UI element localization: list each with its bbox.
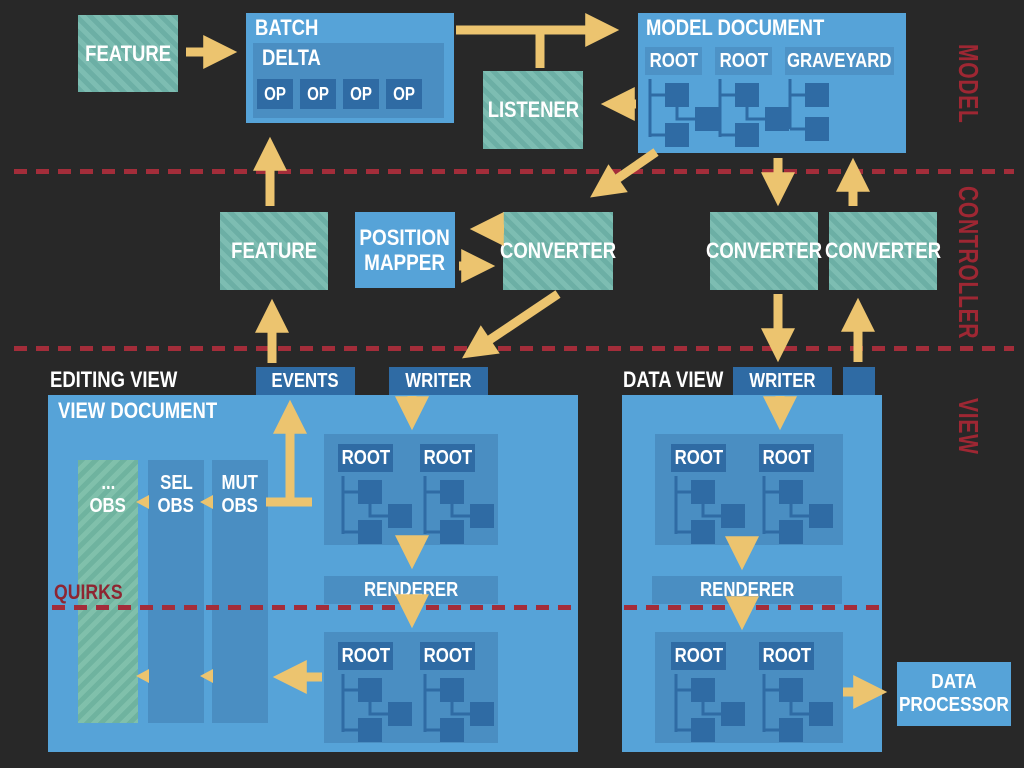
- quirks-label: QUIRKS: [54, 581, 123, 604]
- tree-graphic: [788, 79, 829, 141]
- op-chip: OP: [300, 79, 336, 109]
- layer-label-view: VIEW: [953, 398, 984, 455]
- root-label: ROOT: [338, 642, 393, 670]
- converter-box: CONVERTER: [500, 212, 616, 290]
- renderer-box-data: RENDERER: [652, 576, 842, 604]
- editing-roots-top-panel: ROOT ROOT: [324, 434, 498, 545]
- tree-graphic: [423, 476, 494, 544]
- model-root-tree: ROOT: [715, 47, 793, 154]
- view-root-tree: ROOT: [759, 642, 837, 749]
- tree-graphic: [341, 476, 412, 544]
- data-view-title: DATA VIEW: [623, 367, 724, 392]
- data-view-panel: ROOT ROOT RENDERER ROOT: [622, 395, 882, 752]
- operations-row: OP OP OP OP: [257, 79, 422, 109]
- view-root-tree: ROOT: [759, 444, 837, 551]
- converter-box: CONVERTER: [706, 212, 822, 290]
- feature-box-model: FEATURE: [78, 15, 178, 92]
- renderer-box-editing: RENDERER: [324, 576, 498, 604]
- editing-view-title: EDITING VIEW: [50, 367, 178, 392]
- graveyard-label: GRAVEYARD: [785, 47, 894, 75]
- view-root-tree: ROOT: [671, 642, 749, 749]
- data-view-divider: [624, 605, 880, 610]
- batch-box: BATCH DELTA OP OP OP OP: [246, 13, 454, 123]
- model-document-title: MODEL DOCUMENT: [646, 15, 825, 40]
- layer-label-controller: CONTROLLER: [953, 186, 984, 340]
- writer-tab-editing: WRITER: [389, 367, 488, 395]
- tree-graphic: [762, 476, 833, 544]
- view-root-tree: ROOT: [338, 642, 416, 749]
- data-view-extra-tab: [843, 367, 875, 395]
- graveyard-tree: GRAVEYARD: [785, 47, 894, 154]
- root-label: ROOT: [759, 642, 814, 670]
- tree-graphic: [762, 674, 833, 742]
- tree-graphic: [718, 79, 789, 147]
- data-roots-bottom-panel: ROOT ROOT: [655, 632, 843, 743]
- root-label: ROOT: [671, 642, 726, 670]
- batch-label: BATCH: [255, 15, 319, 40]
- quirks-divider: [52, 605, 576, 610]
- root-label: ROOT: [420, 444, 475, 472]
- root-label: ROOT: [759, 444, 814, 472]
- observer-column-other: ...OBS: [78, 460, 138, 723]
- tree-graphic: [423, 674, 494, 742]
- view-document-title: VIEW DOCUMENT: [58, 398, 218, 423]
- controller-view-divider: [14, 346, 1014, 351]
- model-root-tree: ROOT: [645, 47, 723, 154]
- data-roots-top-panel: ROOT ROOT: [655, 434, 843, 545]
- view-root-tree: ROOT: [420, 444, 498, 551]
- editing-roots-bottom-panel: ROOT ROOT: [324, 632, 498, 743]
- converter-box: CONVERTER: [825, 212, 941, 290]
- data-processor-box: DATA PROCESSOR: [897, 662, 1011, 726]
- op-chip: OP: [343, 79, 379, 109]
- model-document-panel: MODEL DOCUMENT ROOT ROOT GRAVEYARD: [638, 13, 906, 153]
- writer-tab-data: WRITER: [733, 367, 832, 395]
- root-label: ROOT: [645, 47, 702, 75]
- tree-graphic: [674, 674, 745, 742]
- arrow-converter-to-editing-writer: [462, 290, 561, 359]
- events-tab: EVENTS: [256, 367, 355, 395]
- op-chip: OP: [257, 79, 293, 109]
- view-root-tree: ROOT: [338, 444, 416, 551]
- listener-box: LISTENER: [483, 71, 583, 149]
- layer-label-model: MODEL: [953, 44, 984, 124]
- view-root-tree: ROOT: [671, 444, 749, 551]
- op-chip: OP: [386, 79, 422, 109]
- root-label: ROOT: [715, 47, 772, 75]
- view-root-tree: ROOT: [420, 642, 498, 749]
- root-label: ROOT: [671, 444, 726, 472]
- feature-box-controller: FEATURE: [220, 212, 328, 290]
- tree-graphic: [674, 476, 745, 544]
- delta-label: DELTA: [262, 45, 321, 70]
- root-label: ROOT: [338, 444, 393, 472]
- position-mapper-box: POSITION MAPPER: [355, 212, 455, 288]
- tree-graphic: [648, 79, 719, 147]
- tree-graphic: [341, 674, 412, 742]
- root-label: ROOT: [420, 642, 475, 670]
- delta-box: DELTA OP OP OP OP: [253, 43, 444, 118]
- model-controller-divider: [14, 169, 1014, 174]
